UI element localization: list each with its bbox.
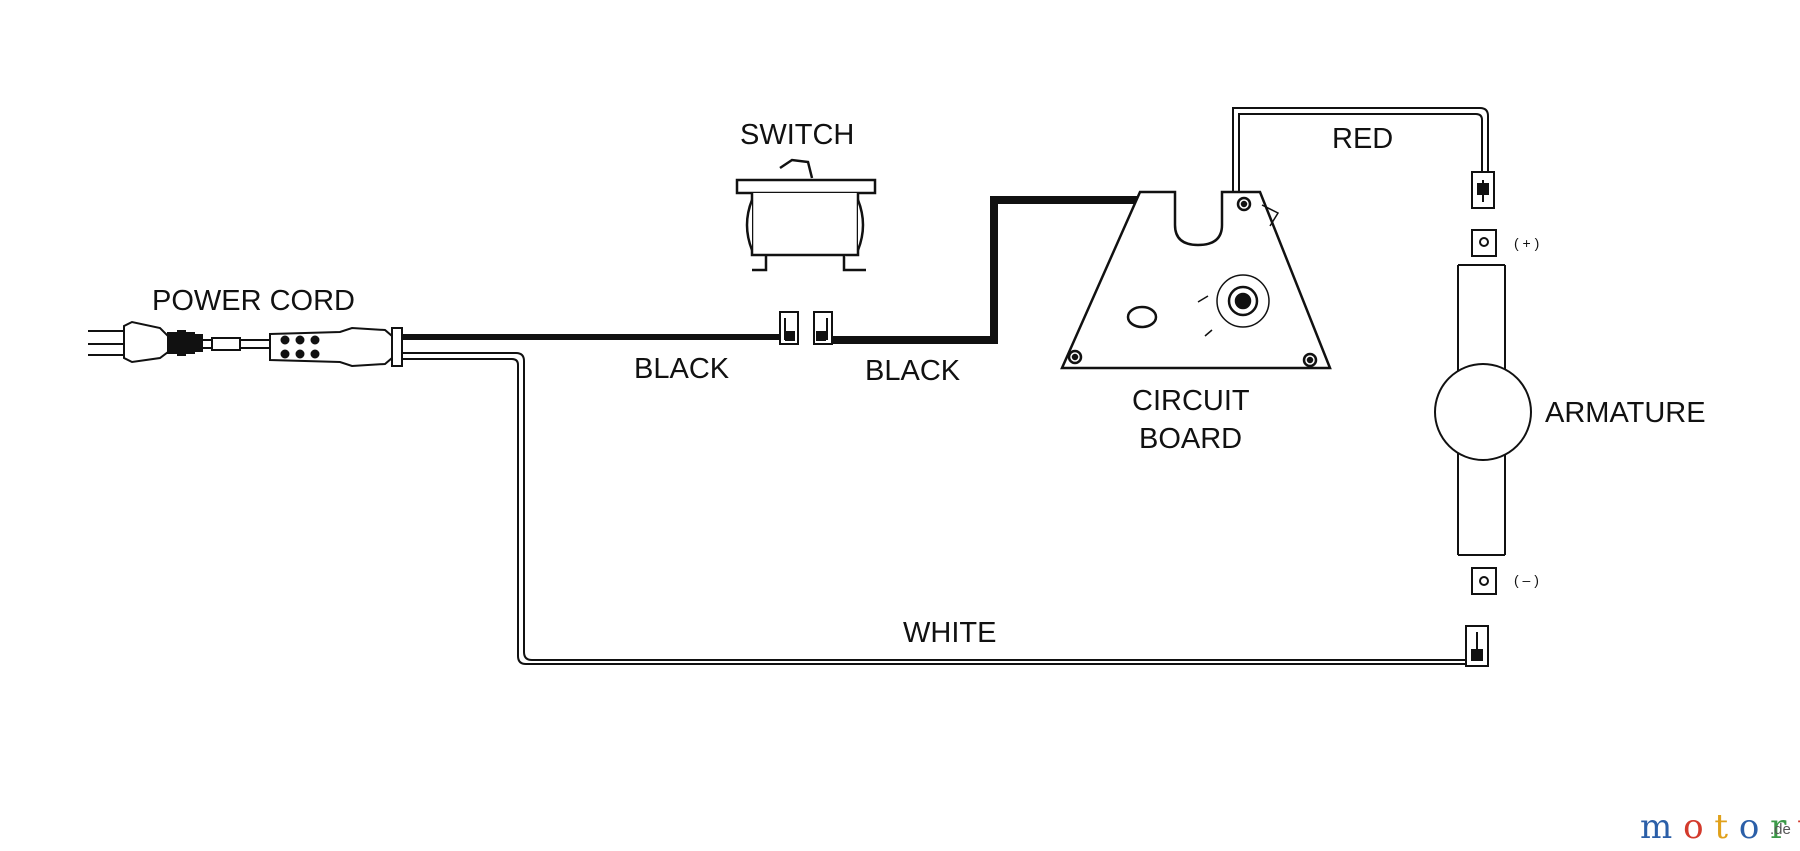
- circuit-board-label-line2: BOARD: [1139, 423, 1242, 455]
- power-cord-label: POWER CORD: [152, 285, 355, 317]
- power-cord-plug: [88, 320, 403, 368]
- circuit-board-label-line1: CIRCUIT: [1132, 385, 1250, 417]
- black-wire-label-left: BLACK: [634, 353, 730, 385]
- switch-label: SWITCH: [740, 119, 854, 151]
- switch-connector-left: [779, 311, 799, 345]
- watermark-letter: o: [1739, 807, 1759, 847]
- negative-terminal-label: ( – ): [1514, 572, 1539, 588]
- watermark-letter: m: [1640, 807, 1672, 847]
- armature-motor: [1434, 229, 1532, 595]
- white-wire-label: WHITE: [903, 617, 996, 649]
- switch-connector-right: [813, 311, 833, 345]
- red-connector: [1471, 171, 1495, 209]
- black-wire: [402, 196, 1145, 344]
- white-connector: [1465, 625, 1489, 667]
- circuit-board: [1060, 190, 1332, 370]
- watermark-letter: u: [1797, 807, 1800, 847]
- black-wire-label-right: BLACK: [865, 355, 961, 387]
- white-wire: [402, 352, 1475, 665]
- watermark-letter: o: [1683, 807, 1703, 847]
- rocker-switch: [735, 158, 877, 272]
- positive-terminal-label: ( + ): [1514, 235, 1539, 251]
- watermark-letter: t: [1714, 807, 1728, 847]
- watermark-suffix: .de: [1770, 821, 1791, 838]
- watermark-letter: r: [1770, 807, 1787, 847]
- armature-label: ARMATURE: [1545, 397, 1706, 429]
- red-wire: [1232, 107, 1489, 192]
- watermark-logo: m o t o r u f: [1640, 807, 1800, 847]
- red-wire-label: RED: [1332, 123, 1393, 155]
